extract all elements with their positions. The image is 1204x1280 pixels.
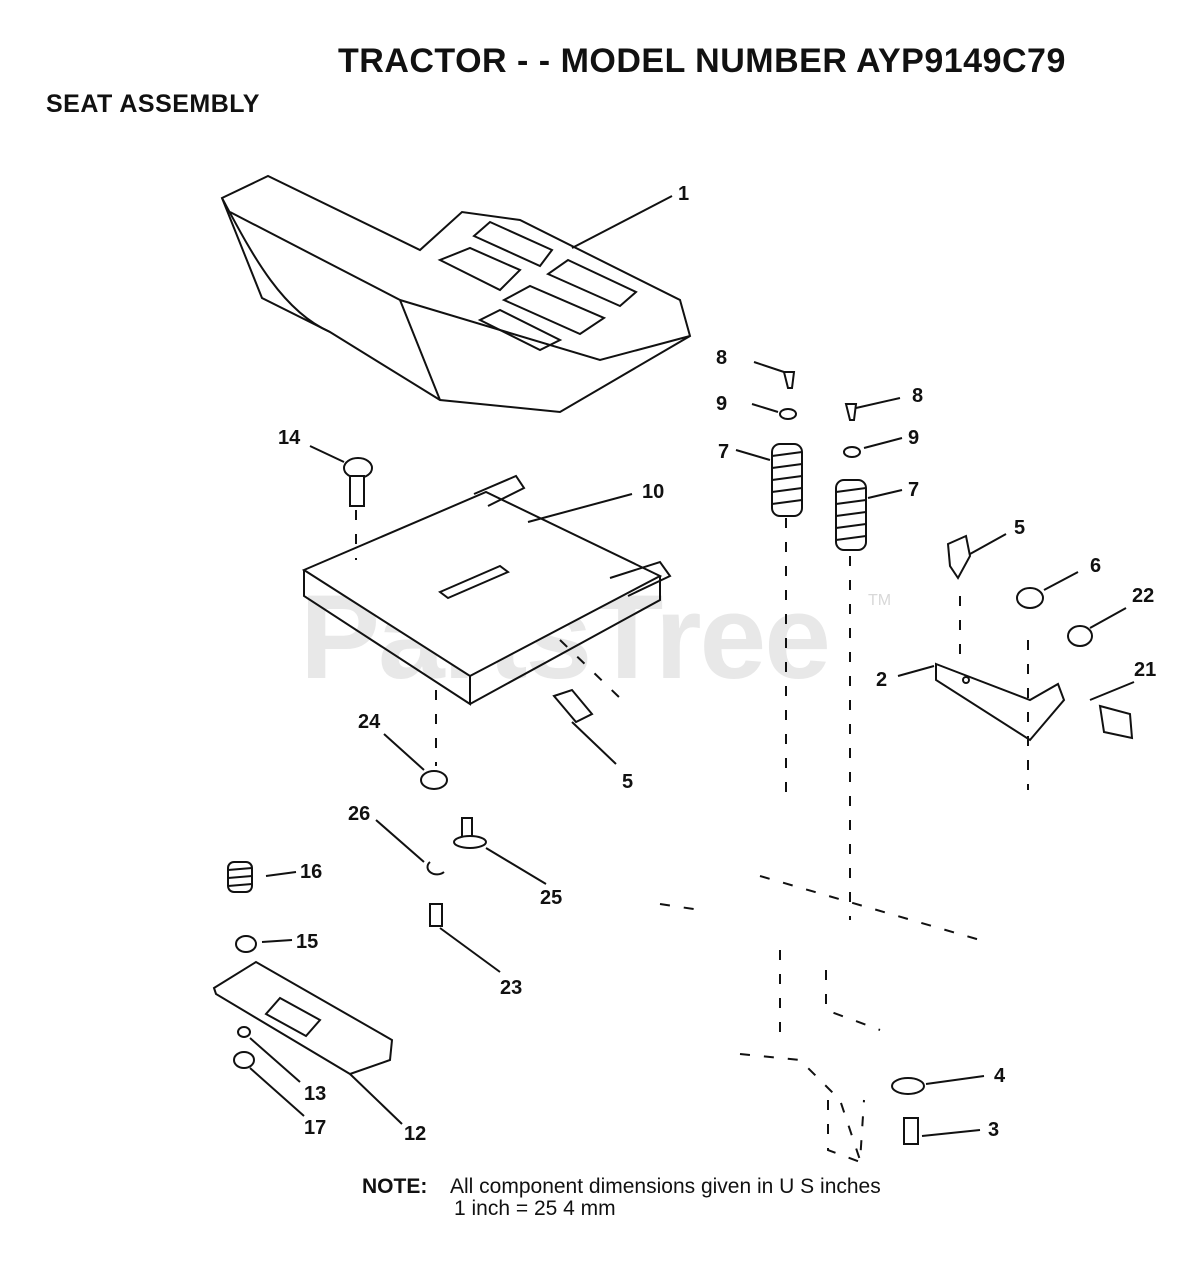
callout-1: 1: [678, 183, 690, 205]
bolt-14: [309, 445, 373, 560]
frame-outline: [659, 875, 981, 1164]
note-line-2: 1 inch = 25 4 mm: [454, 1197, 616, 1220]
callout-15: 15: [296, 931, 319, 953]
note-label: NOTE:: [362, 1175, 428, 1198]
callout-8-left: 8: [716, 347, 728, 369]
washer-13: [237, 1026, 301, 1083]
callout-13: 13: [304, 1083, 327, 1105]
callout-7-right: 7: [908, 479, 920, 501]
knob-22: [1067, 607, 1127, 647]
callout-2: 2: [876, 669, 888, 691]
dimension-note: NOTE: All component dimensions given in U…: [362, 1176, 881, 1220]
watermark-tm: TM: [868, 592, 892, 609]
callout-9-left: 9: [716, 393, 728, 415]
bolt-25: [453, 817, 547, 885]
seat-part: [220, 174, 692, 414]
callout-4: 4: [994, 1065, 1006, 1087]
callout-7-left: 7: [718, 441, 730, 463]
callout-16: 16: [300, 861, 323, 883]
spring-assembly-left: [735, 361, 803, 800]
spacer-15: [235, 935, 293, 953]
callout-26: 26: [348, 803, 371, 825]
diagram-title: TRACTOR - - MODEL NUMBER AYP9149C79: [338, 42, 1066, 80]
callout-9-right: 9: [908, 427, 920, 449]
note-line-1: All component dimensions given in U S in…: [450, 1175, 881, 1198]
callout-10: 10: [642, 481, 665, 503]
ring-26: [375, 819, 445, 876]
seat-pan-part: [301, 474, 672, 706]
callout-23: 23: [500, 977, 523, 999]
callout-5-left: 5: [622, 771, 634, 793]
plate-12: [212, 960, 403, 1125]
callout-12: 12: [404, 1123, 427, 1145]
clip-5-right: [946, 533, 1007, 580]
callout-5-right: 5: [1014, 517, 1026, 539]
callout-6: 6: [1090, 555, 1102, 577]
callout-25: 25: [540, 887, 563, 909]
callout-3: 3: [988, 1119, 1000, 1141]
callout-21: 21: [1134, 659, 1157, 681]
screw-23: [429, 903, 501, 973]
spring-16: [227, 861, 297, 893]
washer-4: [891, 1075, 985, 1095]
diagram-subtitle: SEAT ASSEMBLY: [46, 90, 260, 118]
washer-24: [383, 690, 448, 790]
callout-22: 22: [1132, 585, 1155, 607]
bolt-3: [903, 1117, 981, 1145]
callout-14: 14: [278, 427, 301, 449]
callout-17: 17: [304, 1117, 327, 1139]
spring-assembly-right: [835, 397, 903, 920]
washer-17: [233, 1051, 305, 1117]
bracket-2: [897, 596, 1066, 790]
switch-21: [1089, 681, 1135, 740]
clip-5-left: [552, 639, 623, 765]
callout-8-right: 8: [912, 385, 924, 407]
callout-24: 24: [358, 711, 381, 733]
nut-6: [1016, 571, 1079, 609]
